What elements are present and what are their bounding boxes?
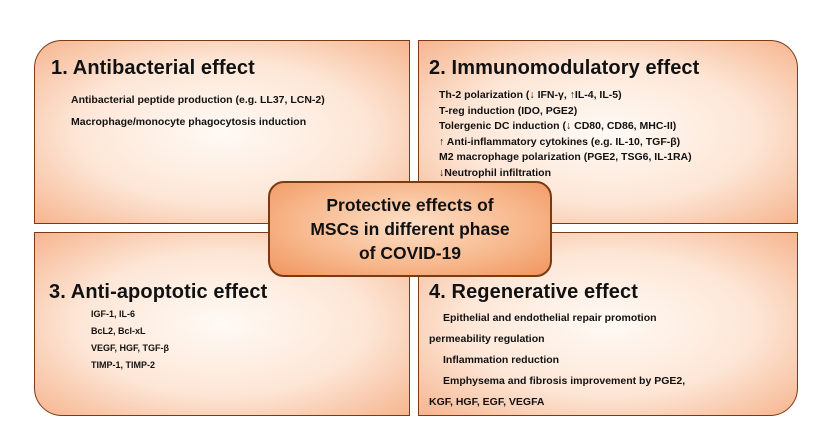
list-item: Emphysema and fibrosis improvement by PG… [443, 375, 686, 387]
list-item: Macrophage/monocyte phagocytosis inducti… [71, 116, 307, 128]
list-item: Th-2 polarization (↓ IFN-γ, ↑IL-4, IL-5) [439, 89, 622, 101]
list-item: Inflammation reduction [443, 354, 560, 366]
regenerative-effect-list: Epithelial and endothelial repair promot… [429, 308, 685, 413]
list-item: VEGF, HGF, TGF-β [91, 343, 169, 353]
antibacterial-effect-title: 1. Antibacterial effect [51, 57, 255, 79]
list-item: Epithelial and endothelial repair promot… [443, 312, 657, 324]
central-topic-line: of COVID-19 [358, 243, 462, 263]
anti-apoptotic-effect-title: 3. Anti-apoptotic effect [49, 281, 268, 303]
immunomodulatory-effect-title: 2. Immunomodulatory effect [429, 57, 700, 79]
regenerative-effect-title: 4. Regenerative effect [429, 281, 638, 303]
central-topic-line: Protective effects of [326, 195, 494, 215]
list-item: ↑ Anti-inflammatory cytokines (e.g. IL-1… [439, 135, 681, 148]
list-item: BcL2, Bcl-xL [91, 326, 146, 336]
central-topic-box: Protective effects of MSCs in different … [268, 181, 552, 277]
list-item: IGF-1, IL-6 [91, 309, 136, 319]
list-item: KGF, HGF, EGF, VEGFA [429, 396, 545, 408]
list-item: Antibacterial peptide production (e.g. L… [71, 94, 325, 106]
list-item: ↓Neutrophil infiltration [439, 166, 551, 179]
antibacterial-effect-list: Antibacterial peptide production (e.g. L… [71, 89, 325, 133]
anti-apoptotic-effect-list: IGF-1, IL-6 BcL2, Bcl-xL VEGF, HGF, TGF-… [91, 306, 169, 374]
list-item: Tolergenic DC induction (↓ CD80, CD86, M… [439, 120, 677, 132]
list-item: TIMP-1, TIMP-2 [91, 360, 156, 370]
immunomodulatory-effect-list: Th-2 polarization (↓ IFN-γ, ↑IL-4, IL-5)… [439, 88, 692, 181]
central-topic-line: MSCs in different phase [310, 219, 510, 239]
list-item: T-reg induction (IDO, PGE2) [439, 104, 578, 117]
list-item: permeability regulation [429, 333, 545, 345]
antibacterial-effect-panel: 1. Antibacterial effect Antibacterial pe… [34, 40, 410, 224]
list-item: M2 macrophage polarization (PGE2, TSG6, … [439, 151, 692, 163]
